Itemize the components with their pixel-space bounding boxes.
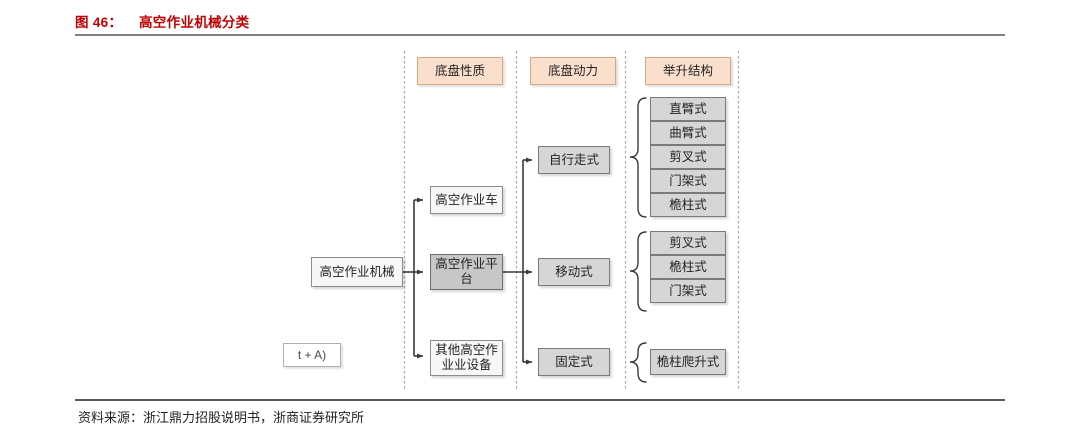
figure-title-row: 图 46： 高空作业机械分类 [75,14,1005,36]
node-mast-climbing: 桅柱爬升式 [650,349,726,375]
node-mast-column-1: 桅柱式 [650,193,726,217]
title-divider [75,34,1005,36]
source-note: 资料来源：浙江鼎力招股说明书，浙商证券研究所 [78,410,365,425]
node-scissor-1: 剪叉式 [650,145,726,169]
node-aerial-work-platform: 高空作业平台 [430,254,503,290]
diagram-connectors [403,51,740,389]
column-separators [403,51,740,389]
column-header-lift-structure: 举升结构 [645,57,731,85]
root-node-aerial-work-machinery: 高空作业机械 [311,257,403,287]
node-mast-frame-2: 门架式 [650,279,726,303]
node-fixed: 固定式 [538,348,610,376]
node-aerial-work-vehicle: 高空作业车 [430,186,503,214]
node-mast-frame-1: 门架式 [650,169,726,193]
node-straight-boom: 直臂式 [650,97,726,121]
node-scissor-2: 剪叉式 [650,231,726,255]
node-mast-column-2: 桅柱式 [650,255,726,279]
figure-number: 图 46： [75,15,123,30]
group-braces [629,97,647,383]
column-header-chassis-nature: 底盘性质 [417,57,503,85]
root-connectors [403,197,424,359]
flow-diagram: 底盘性质 底盘动力 举升结构 高空作业机械 t + A) 高空作业车 高空作业平… [0,45,1076,395]
page-title: 高空作业机械分类 [139,15,250,30]
node-mobile: 移动式 [538,258,610,286]
artifact-box: t + A) [283,343,341,367]
footer-divider [75,399,1005,401]
node-self-propelled: 自行走式 [538,146,610,174]
node-other-aerial-equipment: 其他高空作业业设备 [430,340,503,376]
power-connectors [503,157,533,365]
node-articulated-boom: 曲臂式 [650,121,726,145]
column-header-chassis-power: 底盘动力 [530,57,616,85]
